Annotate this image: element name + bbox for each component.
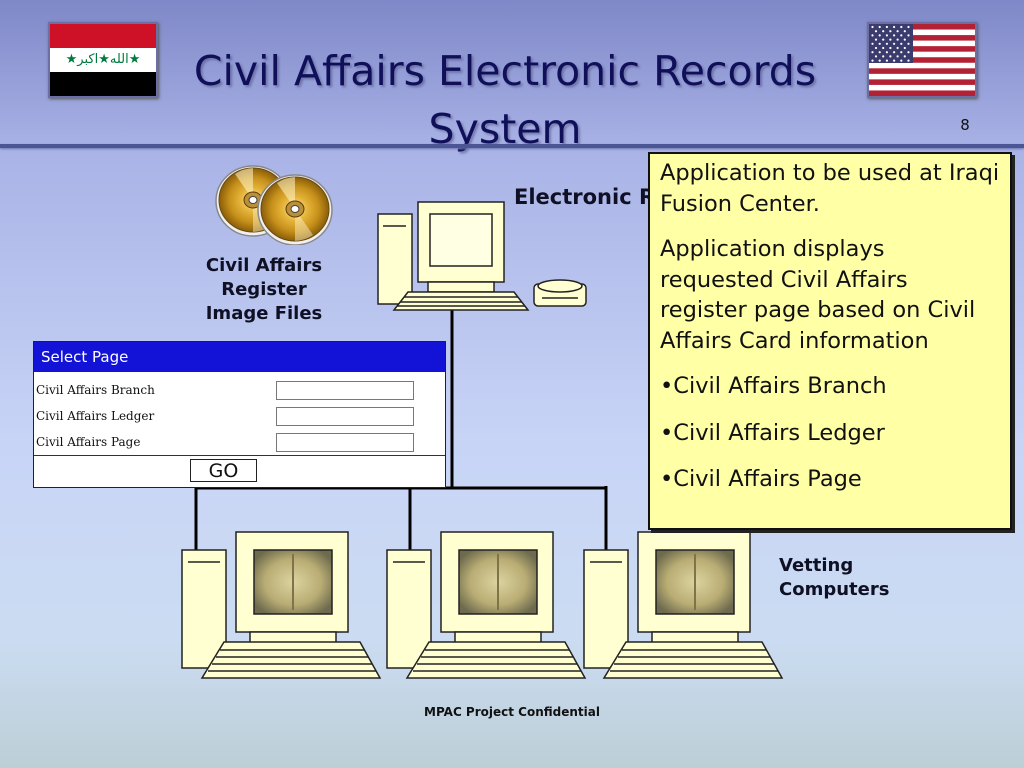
disc-images-label: Civil Affairs Register Image Files: [205, 255, 323, 324]
form-divider: [34, 455, 445, 456]
branch-input[interactable]: [276, 381, 414, 400]
slide-number: 8: [960, 116, 970, 134]
ledger-input[interactable]: [276, 407, 414, 426]
form-header: Select Page: [34, 342, 445, 372]
flag-inscription: ★الله★اكبر★: [50, 48, 156, 72]
select-page-form: Select Page Civil Affairs Branch Civil A…: [33, 341, 446, 488]
info-bullet: •Civil Affairs Ledger: [660, 419, 885, 446]
us-flag-icon: [867, 22, 977, 98]
vetting-computer-icon: [180, 530, 385, 686]
server-computer-icon: [377, 201, 587, 311]
info-bullets: •Civil Affairs Branch •Civil Affairs Led…: [660, 371, 1000, 495]
title-divider: [0, 144, 1024, 148]
slide-title: Civil Affairs Electronic Records System: [193, 47, 817, 153]
ledger-label: Civil Affairs Ledger: [36, 409, 155, 423]
confidential-footer: MPAC Project Confidential: [424, 705, 600, 719]
vetting-label: Vetting Computers: [779, 555, 890, 600]
info-bullet: •Civil Affairs Page: [660, 466, 862, 492]
server-label: Electronic Record System: [514, 185, 659, 209]
info-bullet: •Civil Affairs Branch: [660, 373, 887, 399]
branch-label: Civil Affairs Branch: [36, 383, 155, 397]
page-label: Civil Affairs Page: [36, 435, 141, 449]
cd-discs-icon: [215, 165, 333, 245]
iraq-flag-icon: ★الله★اكبر★: [48, 22, 158, 98]
info-callout: Application to be used at Iraqi Fusion C…: [648, 152, 1012, 530]
info-paragraph: Application to be used at Iraqi Fusion C…: [660, 160, 1000, 217]
vetting-computer-icon: [582, 530, 787, 686]
vetting-computer-icon: [385, 530, 590, 686]
go-button[interactable]: GO: [190, 459, 257, 482]
info-paragraph: Application displays requested Civil Aff…: [660, 236, 976, 354]
page-input[interactable]: [276, 433, 414, 452]
